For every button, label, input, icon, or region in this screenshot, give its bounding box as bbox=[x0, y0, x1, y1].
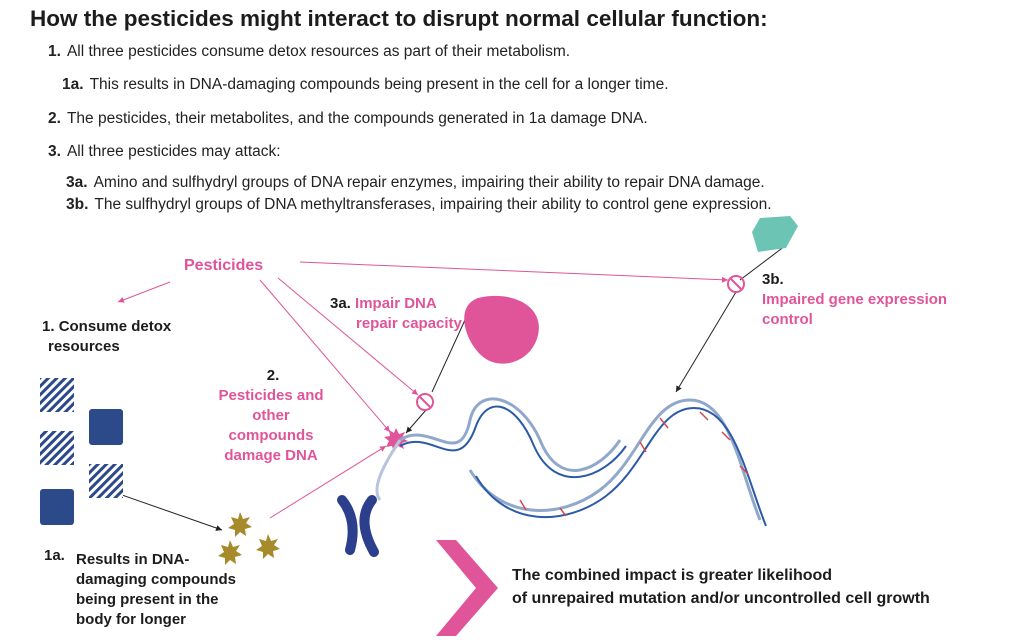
arrow-to-compounds bbox=[121, 494, 223, 531]
dna-strand-left bbox=[375, 397, 627, 501]
repair-enzyme-icon bbox=[464, 295, 539, 364]
conclusion-text: The combined impact is greater likelihoo… bbox=[512, 567, 930, 607]
detox-square-solid bbox=[89, 409, 123, 445]
damage-num: 2. bbox=[266, 367, 280, 384]
conclusion-chevron-icon bbox=[436, 540, 498, 636]
dna-base-pairs bbox=[519, 411, 749, 517]
arrow-to-dna bbox=[259, 279, 391, 433]
arrow-to-consume bbox=[117, 281, 171, 303]
detox-square-hatched bbox=[40, 431, 74, 465]
methyltransferase-icon bbox=[752, 216, 798, 252]
point-3a: 3a.Amino and sulfhydryl groups of DNA re… bbox=[66, 174, 765, 191]
damage-label: Pesticides and other compounds damage DN… bbox=[218, 387, 324, 464]
damaging-compounds-icon bbox=[218, 512, 280, 565]
repair-label: 3a. Impair DNA repair capacity bbox=[330, 295, 462, 332]
arrow-to-3b bbox=[299, 261, 729, 283]
enzyme-line bbox=[431, 319, 466, 393]
chromosome-icon bbox=[337, 495, 379, 557]
arrow-to-3a bbox=[277, 277, 419, 396]
dna-strand-right bbox=[468, 398, 767, 527]
arrow-compounds-to-dna bbox=[269, 445, 387, 519]
point-3b: 3b.The sulfhydryl groups of DNA methyltr… bbox=[66, 196, 772, 213]
pesticides-label: Pesticides bbox=[184, 257, 264, 274]
methyltransferase-line bbox=[739, 245, 786, 281]
point-3: 3.All three pesticides may attack: bbox=[48, 143, 281, 160]
arrow-to-dna-right bbox=[675, 291, 737, 393]
gene-label: 3b. Impaired gene expression control bbox=[762, 271, 948, 328]
point-2: 2.The pesticides, their metabolites, and… bbox=[48, 110, 648, 127]
detox-square-solid bbox=[40, 489, 74, 525]
arrow-enzyme-to-dna bbox=[405, 409, 427, 434]
point-1a: 1a.This results in DNA-damaging compound… bbox=[62, 76, 669, 93]
point-1: 1.All three pesticides consume detox res… bbox=[48, 43, 571, 60]
detox-square-hatched bbox=[89, 464, 123, 498]
inhibit-icon-3a bbox=[416, 393, 434, 411]
results-num: 1a. bbox=[44, 547, 65, 564]
results-label: Results in DNA- damaging compounds being… bbox=[76, 551, 237, 628]
page-title: How the pesticides might interact to dis… bbox=[30, 6, 768, 31]
consume-label: 1. Consume detox resources bbox=[42, 318, 172, 355]
detox-square-hatched bbox=[40, 378, 74, 412]
inhibit-icon-3b bbox=[727, 275, 745, 293]
